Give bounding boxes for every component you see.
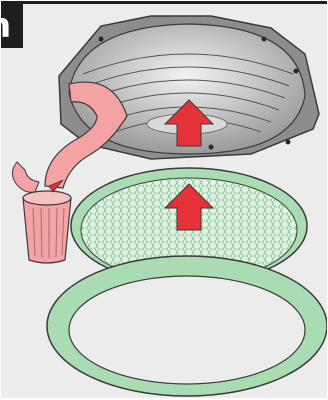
arrow-up-icon bbox=[163, 183, 215, 231]
seal-ring-icon bbox=[46, 255, 327, 397]
drop-arrow-icon bbox=[48, 179, 64, 193]
trash-bin-icon bbox=[11, 161, 72, 264]
arrow-up-icon bbox=[163, 99, 215, 147]
debris-flow bbox=[44, 81, 128, 189]
step-badge: h bbox=[1, 4, 23, 48]
illustration bbox=[11, 15, 327, 397]
